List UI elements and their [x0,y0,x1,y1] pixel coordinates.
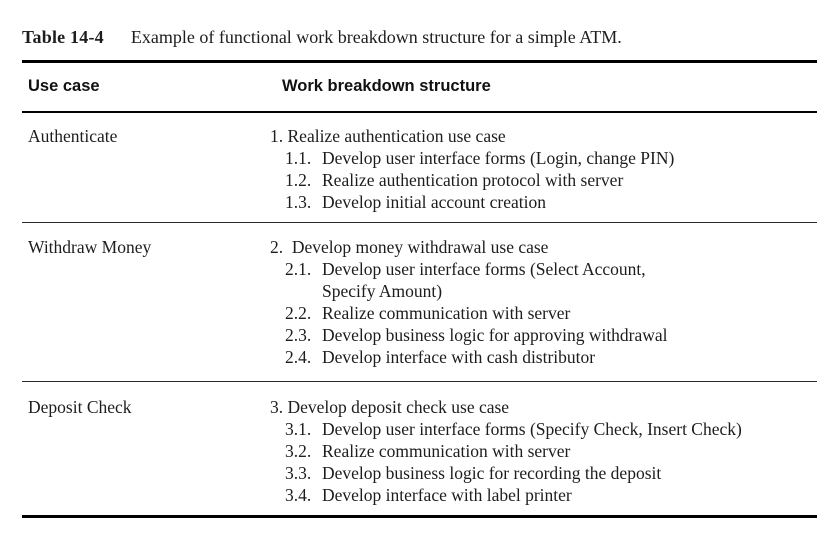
wbs-sub-item-text: Develop business logic for recording the… [322,463,662,483]
wbs-sub-item: 2.3. Develop business logic for approvin… [285,324,817,346]
wbs-sub-item-text: Develop user interface forms (Login, cha… [322,148,675,168]
wbs-sub-item-text: Develop interface with cash distributor [322,347,596,367]
wbs-sub-item-text: Develop user interface forms (Select Acc… [322,259,646,301]
wbs-sub-item: 2.4. Develop interface with cash distrib… [285,346,817,368]
row-divider-rule [22,381,817,382]
table-bottom-rule [22,515,817,518]
wbs-sub-item-number: 2.3. [285,325,312,345]
wbs-sub-item-number: 2.2. [285,303,312,323]
wbs-main-item: 1. Realize authentication use case [270,126,506,146]
wbs-sub-item-text: Develop initial account creation [322,192,547,212]
row-divider-rule [22,222,817,223]
document-page: Table 14-4 Example of functional work bre… [0,26,840,560]
wbs-sub-item-number: 1.3. [285,192,312,212]
wbs-sub-item: 1.3. Develop initial account creation [285,191,817,213]
wbs-sub-item-number: 3.1. [285,419,312,439]
wbs-cell: 2. Develop money withdrawal use case 2.1… [270,236,817,368]
wbs-sub-item-number: 2.1. [285,259,312,279]
table-row-authenticate: Authenticate 1. Realize authentication u… [22,113,817,222]
table-caption-text: Example of functional work breakdown str… [130,27,622,47]
wbs-sub-item-number: 3.3. [285,463,312,483]
wbs-sub-item-number: 2.4. [285,347,312,367]
wbs-cell: 1. Realize authentication use case 1.1. … [270,125,817,213]
wbs-sub-item: 2.1. Develop user interface forms (Selec… [285,258,817,302]
wbs-sub-item: 3.4. Develop interface with label printe… [285,484,817,506]
wbs-sub-item-text: Develop user interface forms (Specify Ch… [322,419,742,439]
table-header-row: Use case Work breakdown structure [22,63,817,111]
wbs-sub-item-number: 1.2. [285,170,312,190]
table-row-deposit-check: Deposit Check 3. Develop deposit check u… [22,382,817,515]
wbs-table: Use case Work breakdown structure Authen… [22,60,817,518]
table-row-withdraw-money: Withdraw Money 2. Develop money withdraw… [22,223,817,381]
use-case-cell: Deposit Check [28,397,132,417]
wbs-cell: 3. Develop deposit check use case 3.1. D… [270,396,817,506]
wbs-main-item: 2. Develop money withdrawal use case [270,237,549,257]
wbs-sub-item-text: Realize authentication protocol with ser… [322,170,624,190]
wbs-sub-item-number: 3.2. [285,441,312,461]
wbs-main-item: 3. Develop deposit check use case [270,397,510,417]
table-caption-row: Table 14-4 Example of functional work bre… [22,26,840,48]
use-case-cell: Authenticate [28,126,118,146]
wbs-sub-item-number: 3.4. [285,485,312,505]
wbs-sub-item: 3.2. Realize communication with server [285,440,817,462]
wbs-sub-item: 2.2. Realize communication with server [285,302,817,324]
wbs-sub-item-text: Realize communication with server [322,441,571,461]
wbs-sub-item: 3.1. Develop user interface forms (Speci… [285,418,817,440]
use-case-cell: Withdraw Money [28,237,152,257]
wbs-sub-item: 1.2. Realize authentication protocol wit… [285,169,817,191]
table-top-rule [22,60,817,63]
wbs-sub-item: 3.3. Develop business logic for recordin… [285,462,817,484]
table-number-label: Table 14-4 [22,27,104,47]
header-divider-rule [22,111,817,113]
column-header-use-case: Use case [28,77,100,95]
wbs-sub-item-text: Develop business logic for approving wit… [322,325,668,345]
wbs-sub-item: 1.1. Develop user interface forms (Login… [285,147,817,169]
wbs-sub-item-text: Realize communication with server [322,303,571,323]
column-header-work-breakdown: Work breakdown structure [282,77,491,95]
wbs-sub-item-number: 1.1. [285,148,312,168]
wbs-sub-item-text: Develop interface with label printer [322,485,572,505]
